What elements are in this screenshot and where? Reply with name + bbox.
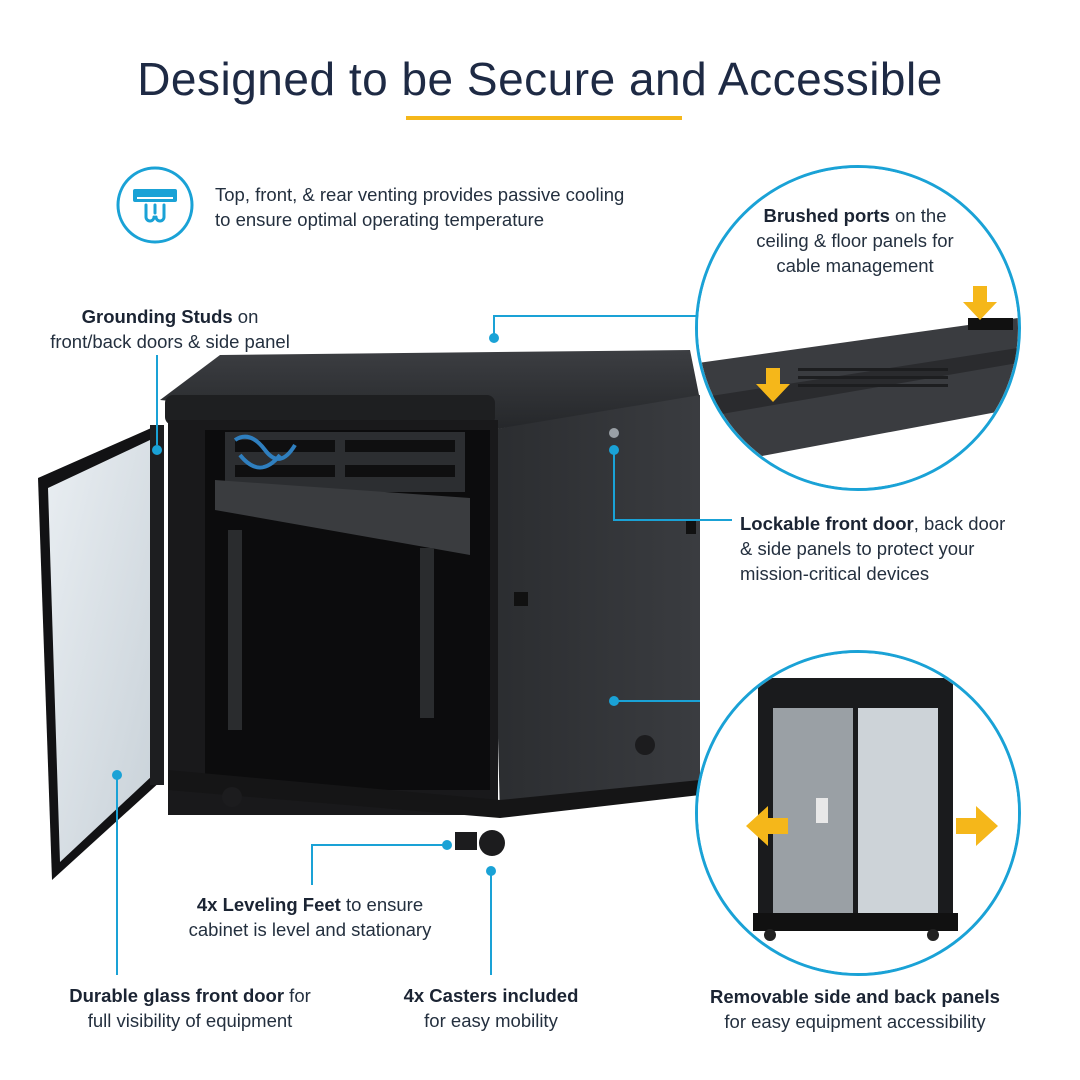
- lockable-line-2: & side panels to protect your: [740, 538, 975, 559]
- arrow-right-icon: [956, 806, 998, 846]
- grounding-rest: on: [232, 306, 259, 327]
- leveling-feet-text: 4x Leveling Feet to ensure cabinet is le…: [170, 892, 450, 942]
- page-title: Designed to be Secure and Accessible: [137, 53, 943, 105]
- casters-text: 4x Casters included for easy mobility: [376, 983, 606, 1033]
- casters-line-2: for easy mobility: [424, 1010, 558, 1031]
- brushed-ports-line-2: ceiling & floor panels for: [756, 230, 954, 251]
- glass-door-rest: for: [284, 985, 311, 1006]
- removable-panels-detail-circle: [695, 650, 1021, 976]
- arrow-down-icon: [963, 286, 997, 320]
- venting-feature-text: Top, front, & rear venting provides pass…: [215, 182, 624, 232]
- title-underline: [406, 116, 682, 120]
- casters-bold: 4x Casters included: [403, 985, 579, 1006]
- brushed-ports-illustration: [698, 168, 1018, 488]
- brushed-ports-bold: Brushed ports: [763, 205, 890, 226]
- glass-door-text: Durable glass front door for full visibi…: [40, 983, 340, 1033]
- brushed-ports-detail-circle: [695, 165, 1021, 491]
- grounding-studs-text: Grounding Studs on front/back doors & si…: [30, 304, 310, 354]
- leveling-bold: 4x Leveling Feet: [196, 894, 341, 915]
- open-frame-rack-illustration: [698, 653, 1018, 973]
- lockable-line-3: mission-critical devices: [740, 563, 930, 584]
- leveling-line-2: cabinet is level and stationary: [188, 919, 432, 940]
- removable-line-2: for easy equipment accessibility: [724, 1011, 986, 1032]
- venting-line-2: to ensure optimal operating temperature: [215, 209, 545, 230]
- brushed-ports-line-3: cable management: [776, 255, 934, 276]
- leveling-rest: to ensure: [340, 894, 424, 915]
- lockable-bold: Lockable front door: [740, 513, 914, 534]
- glass-door-bold: Durable glass front door: [69, 985, 285, 1006]
- brushed-ports-text: Brushed ports on the ceiling & floor pan…: [725, 203, 985, 278]
- arrow-down-icon: [756, 368, 790, 402]
- brushed-ports-rest: on the: [889, 205, 947, 226]
- vent-airflow-icon: [115, 165, 195, 245]
- venting-line-1: Top, front, & rear venting provides pass…: [215, 184, 625, 205]
- glass-door-line-2: full visibility of equipment: [87, 1010, 293, 1031]
- removable-bold: Removable side and back panels: [710, 986, 1000, 1007]
- lockable-rest: , back door: [913, 513, 1006, 534]
- grounding-bold: Grounding Studs: [81, 306, 233, 327]
- grounding-line-2: front/back doors & side panel: [50, 331, 290, 352]
- lockable-doors-text: Lockable front door, back door & side pa…: [740, 511, 1005, 586]
- removable-panels-text: Removable side and back panels for easy …: [700, 984, 1010, 1034]
- arrow-left-icon: [746, 806, 788, 846]
